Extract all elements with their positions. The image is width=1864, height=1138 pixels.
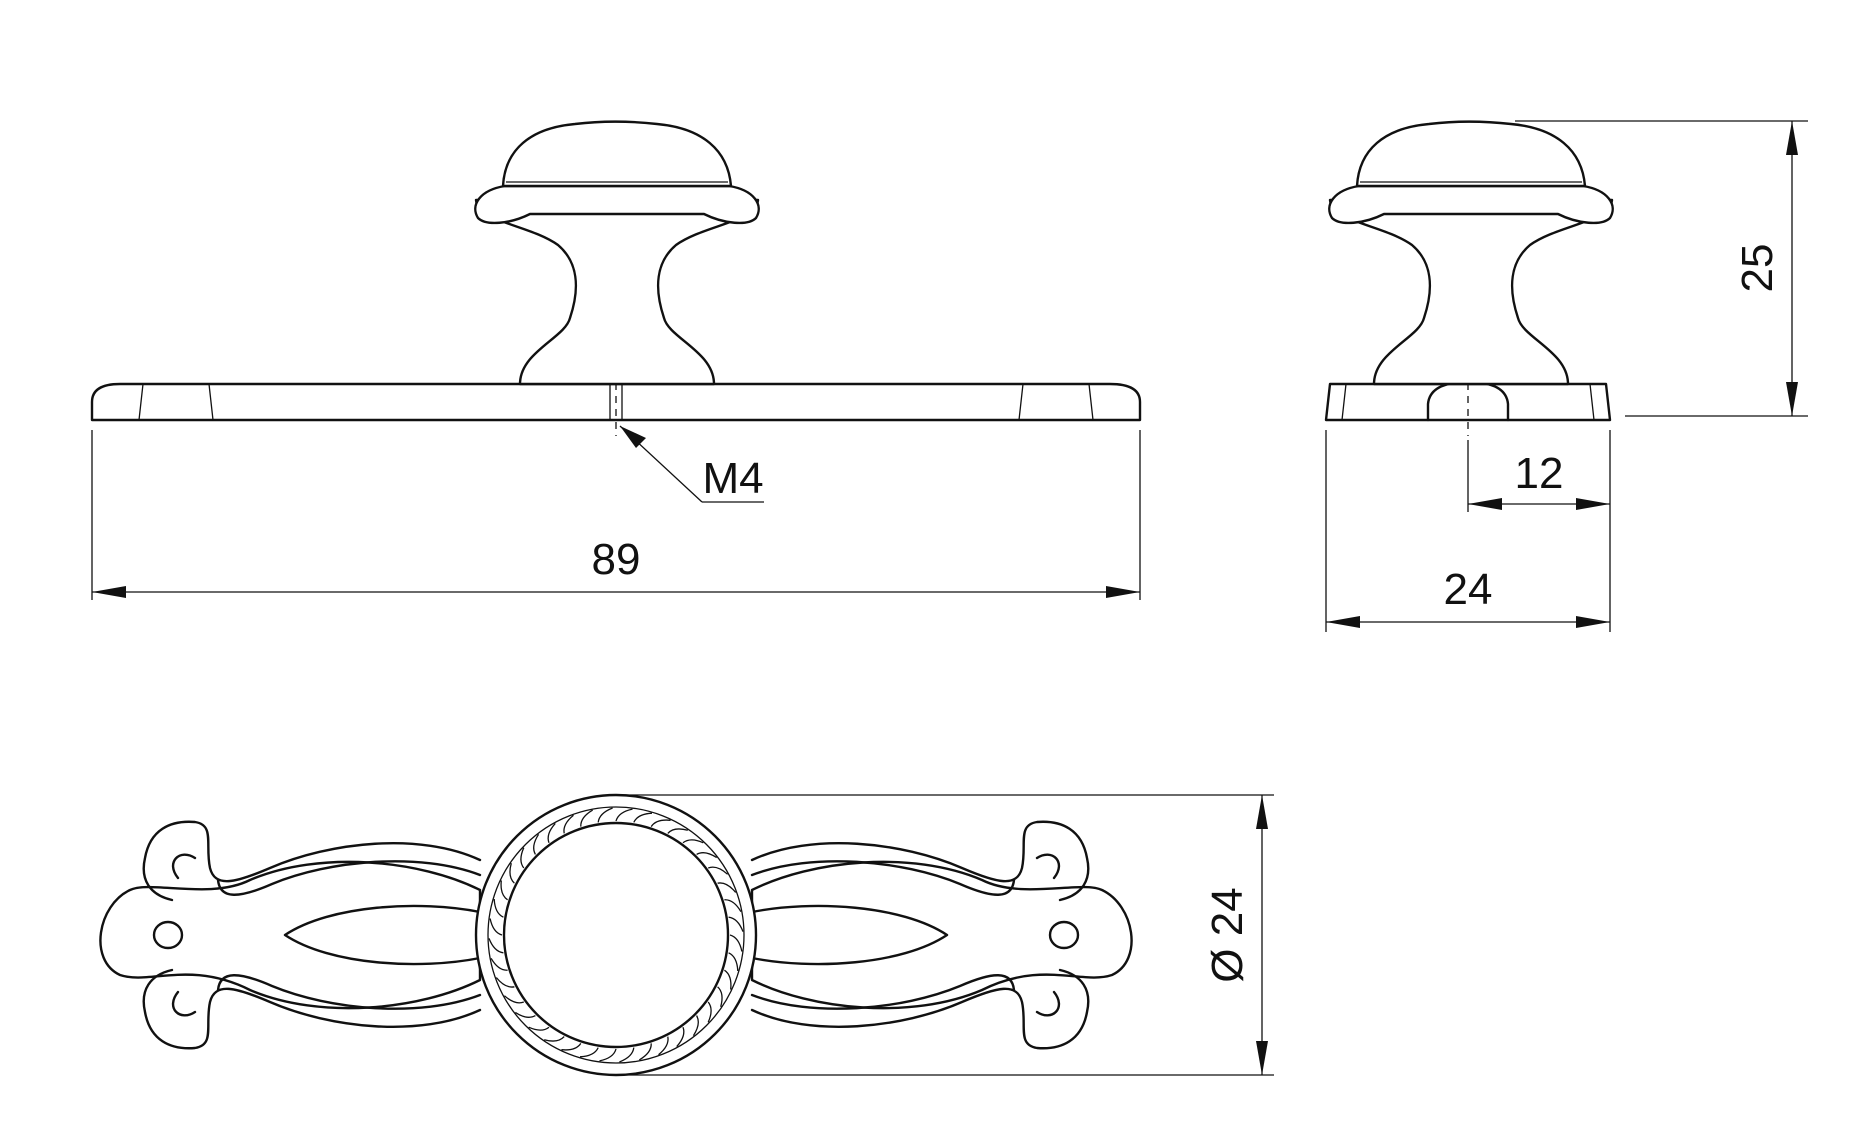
side-view	[1324, 120, 1614, 436]
top-right-plate	[750, 860, 1133, 1010]
rope-twist	[520, 847, 525, 869]
rope-twist	[692, 1015, 699, 1037]
rope-twist	[503, 995, 525, 1004]
dimension-lines	[91, 120, 1808, 1076]
rope-twist	[490, 957, 508, 971]
diameter-label: Ø 24	[1203, 887, 1252, 982]
rope-twist	[707, 1001, 712, 1023]
front-view	[90, 120, 1142, 436]
overall-length-label: 89	[592, 535, 641, 584]
rope-twist	[696, 852, 718, 859]
side-width-label: 24	[1444, 565, 1493, 614]
rope-twist	[619, 1047, 635, 1063]
rope-twist	[514, 1011, 536, 1018]
rope-twist	[728, 916, 744, 932]
rope-twist	[547, 822, 556, 844]
rope-twist	[707, 866, 729, 875]
rope-twist	[500, 880, 508, 901]
rope-twist	[728, 952, 739, 972]
rope-twist	[563, 814, 574, 834]
height-label: 25	[1733, 244, 1782, 293]
rope-twist	[633, 812, 653, 823]
front-knob-collar	[474, 184, 760, 225]
rope-twist	[717, 882, 737, 893]
side-knob-stem	[1328, 198, 1614, 386]
hole-offset-label: 12	[1515, 449, 1564, 498]
rope-twist	[599, 1048, 617, 1062]
rope-twist	[489, 918, 503, 936]
side-knob-collar	[1328, 184, 1614, 225]
rope-twist	[509, 863, 515, 884]
top-view	[99, 793, 1133, 1077]
rope-twist	[533, 833, 540, 855]
rope-twist	[650, 819, 671, 827]
rope-twist	[729, 934, 743, 952]
rope-twist	[658, 1036, 669, 1056]
rope-twist	[493, 898, 504, 918]
rope-decoration	[488, 807, 744, 1063]
rope-twist	[682, 839, 704, 844]
rope-twist	[717, 986, 723, 1007]
rope-twist	[579, 1047, 599, 1058]
rope-twist	[676, 1026, 685, 1048]
rope-twist	[495, 977, 515, 988]
rope-twist	[638, 1043, 652, 1061]
rope-twist	[488, 938, 504, 954]
top-knob-face	[502, 821, 730, 1049]
rope-twist	[667, 828, 688, 834]
rope-twist	[724, 969, 732, 990]
rope-twist	[580, 809, 594, 827]
front-knob-cap	[501, 120, 733, 188]
rope-twist	[597, 807, 613, 823]
rope-twist	[724, 899, 742, 913]
rope-twist	[561, 1043, 582, 1051]
side-knob-cap	[1355, 120, 1587, 188]
thread-label: M4	[702, 454, 763, 503]
top-left-plate	[99, 860, 482, 1010]
rope-twist	[544, 1036, 565, 1042]
rope-twist	[528, 1026, 550, 1031]
front-knob-stem	[474, 198, 760, 386]
rope-twist	[615, 808, 633, 822]
